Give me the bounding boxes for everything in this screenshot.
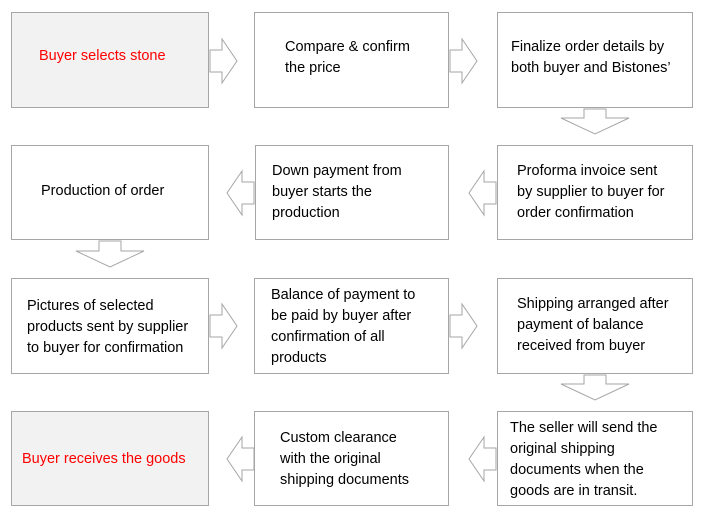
step-down-payment-label: Down payment from buyer starts the produ…	[272, 163, 402, 221]
step-buyer-selects-stone-label: Buyer selects stone	[39, 48, 166, 64]
step-balance-of-payment: Balance of payment to be paid by buyer a…	[254, 278, 449, 374]
step-seller-sends-documents: The seller will send the original shippi…	[497, 411, 693, 506]
step-shipping-arranged: Shipping arranged after payment of balan…	[497, 278, 693, 374]
step-pictures-sent: Pictures of selected products sent by su…	[11, 278, 209, 374]
step-production-of-order-label: Production of order	[41, 183, 165, 199]
step-buyer-selects-stone: Buyer selects stone	[11, 12, 209, 108]
arrow-right-2	[449, 37, 478, 85]
step-balance-of-payment-label: Balance of payment to be paid by buyer a…	[271, 287, 416, 366]
step-custom-clearance-label: Custom clearance with the original shipp…	[280, 430, 409, 488]
step-compare-confirm-price-label: Compare & confirm the price	[285, 39, 410, 76]
step-buyer-receives-goods-label: Buyer receives the goods	[22, 451, 186, 467]
arrow-left-4	[226, 435, 255, 483]
arrow-left-1	[468, 169, 497, 217]
step-shipping-arranged-label: Shipping arranged after payment of balan…	[517, 296, 669, 354]
step-proforma-invoice: Proforma invoice sent by supplier to buy…	[497, 145, 693, 240]
arrow-right-3	[209, 302, 238, 350]
step-buyer-receives-goods: Buyer receives the goods	[11, 411, 209, 506]
step-down-payment: Down payment from buyer starts the produ…	[255, 145, 449, 240]
step-compare-confirm-price: Compare & confirm the price	[254, 12, 449, 108]
arrow-left-2	[226, 169, 255, 217]
step-pictures-sent-label: Pictures of selected products sent by su…	[27, 298, 189, 356]
arrow-down-2	[75, 240, 145, 268]
arrow-right-1	[209, 37, 238, 85]
arrow-left-3	[468, 435, 497, 483]
step-seller-sends-documents-label: The seller will send the original shippi…	[510, 420, 658, 499]
step-production-of-order: Production of order	[11, 145, 209, 240]
step-proforma-invoice-label: Proforma invoice sent by supplier to buy…	[517, 163, 665, 221]
arrow-right-4	[449, 302, 478, 350]
arrow-down-3	[560, 374, 630, 401]
arrow-down-1	[560, 108, 630, 135]
step-finalize-order-details-label: Finalize order details by both buyer and…	[511, 39, 671, 76]
step-custom-clearance: Custom clearance with the original shipp…	[254, 411, 449, 506]
step-finalize-order-details: Finalize order details by both buyer and…	[497, 12, 693, 108]
